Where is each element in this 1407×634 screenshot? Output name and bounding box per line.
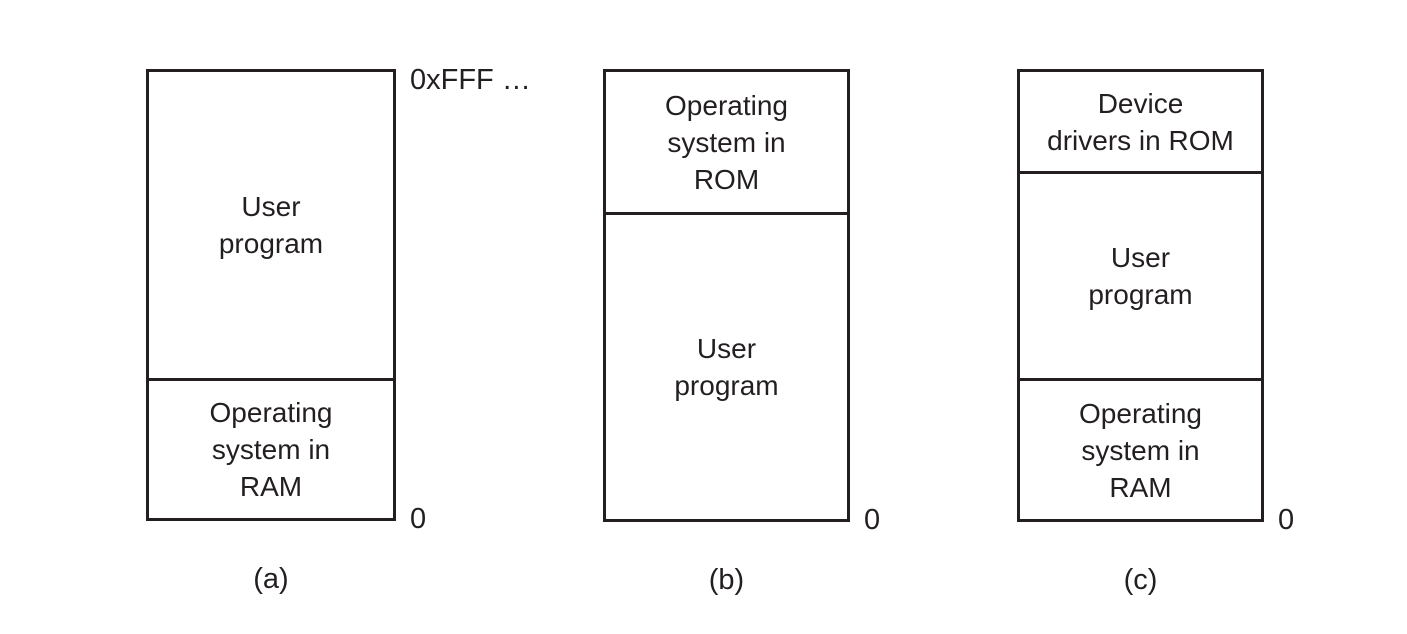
- section-user-program: User program: [606, 212, 847, 519]
- memory-box-a: User program Operating system in RAM: [146, 69, 396, 521]
- caption-a: (a): [253, 563, 289, 595]
- section-label: Operating system in ROM: [665, 89, 788, 195]
- diagram-a: User program Operating system in RAM 0xF…: [146, 64, 531, 595]
- section-os-in-ram: Operating system in RAM: [149, 378, 393, 518]
- section-os-in-rom: Operating system in ROM: [606, 72, 847, 212]
- section-label: Operating system in RAM: [209, 397, 333, 502]
- diagram-c: Device drivers in ROM User program Opera…: [1017, 69, 1294, 596]
- address-label-zero: 0: [864, 504, 881, 536]
- address-label-zero: 0: [1278, 504, 1295, 536]
- section-user-program: User program: [149, 72, 393, 378]
- caption-c: (c): [1123, 564, 1158, 596]
- caption-b: (b): [708, 564, 745, 596]
- memory-box-c: Device drivers in ROM User program Opera…: [1017, 69, 1264, 522]
- address-label-zero: 0: [410, 503, 427, 535]
- section-os-in-ram: Operating system in RAM: [1020, 378, 1261, 519]
- section-label: User program: [674, 333, 779, 401]
- section-label: User program: [218, 191, 324, 259]
- address-label-top: 0xFFF …: [410, 64, 531, 96]
- section-user-program: User program: [1020, 171, 1261, 378]
- diagram-b: Operating system in ROM User program 0 (…: [603, 69, 880, 596]
- section-label: Operating system in RAM: [1079, 397, 1202, 503]
- memory-box-b: Operating system in ROM User program: [603, 69, 850, 522]
- section-device-drivers-in-rom: Device drivers in ROM: [1020, 72, 1261, 171]
- section-label: User program: [1088, 242, 1193, 310]
- section-label: Device drivers in ROM: [1047, 87, 1234, 156]
